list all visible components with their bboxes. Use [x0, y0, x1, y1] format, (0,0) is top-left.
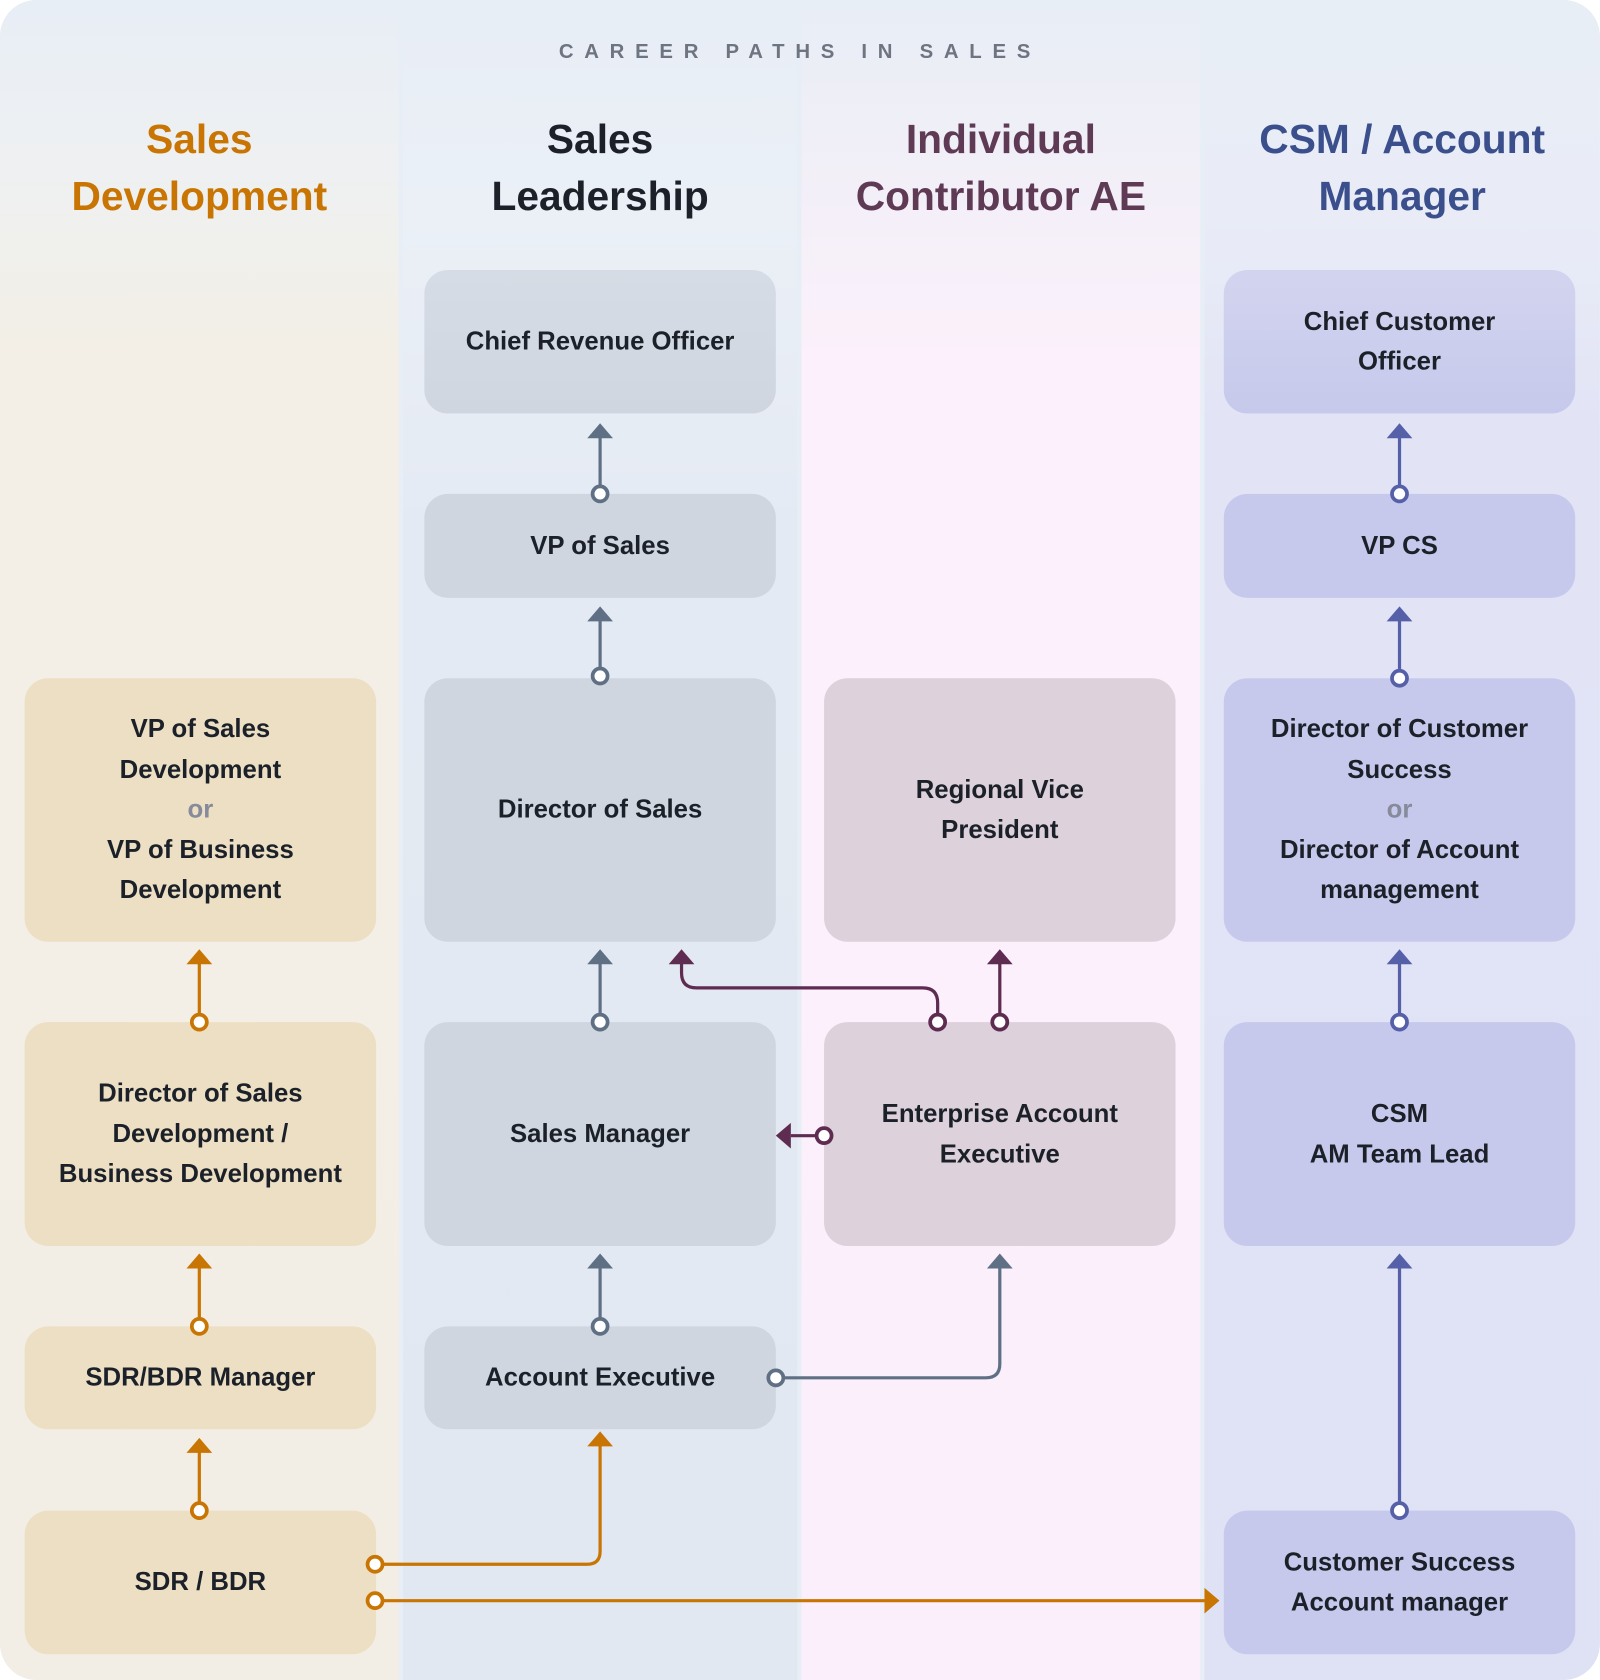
arrow-head-icon: [668, 949, 695, 965]
role-csm-am-team-lead[interactable]: CSM AM Team Lead: [1223, 1022, 1576, 1247]
role-label: CSM: [1370, 1099, 1429, 1129]
role-label: SDR/BDR Manager: [85, 1363, 316, 1393]
arrow-head-icon: [587, 949, 613, 965]
role-label: Chief Revenue Officer: [465, 327, 735, 356]
arrow-head-icon: [1386, 1253, 1413, 1269]
arrow-head-icon: [587, 1431, 613, 1447]
connector-handle[interactable]: [189, 1317, 209, 1336]
role-sales-manager[interactable]: Sales Manager: [424, 1022, 776, 1247]
or-separator: or: [1386, 795, 1413, 825]
role-label: VP of Sales: [530, 531, 670, 561]
connector-handle[interactable]: [189, 1501, 209, 1521]
role-label: VP of Business: [107, 835, 294, 865]
arrow-head-icon: [186, 1253, 213, 1269]
lane-header-line: Sales: [146, 117, 253, 163]
role-label: SDR / BDR: [134, 1567, 267, 1597]
role-label: Development /: [112, 1119, 289, 1149]
connector-handle[interactable]: [590, 666, 610, 686]
or-separator: or: [187, 795, 214, 825]
role-label: Business Development: [58, 1159, 342, 1189]
role-label: Executive: [939, 1139, 1060, 1169]
lane-header-line: Manager: [1318, 174, 1486, 220]
connector-handle[interactable]: [1390, 1012, 1409, 1032]
lane-header-csm-account-manager: CSM / Account Manager: [1204, 112, 1599, 226]
arrow-head-icon: [186, 949, 213, 965]
role-label: Director of Sales: [497, 795, 703, 825]
role-vp-of-sales[interactable]: VP of Sales: [424, 493, 776, 598]
arrow-head-icon: [587, 1253, 613, 1269]
role-label: President: [941, 815, 1059, 845]
role-director-of-sales[interactable]: Director of Sales: [424, 678, 776, 942]
connector-handle[interactable]: [1390, 484, 1409, 504]
lane-header-line: Individual: [905, 117, 1096, 163]
arrow-head-icon: [1386, 423, 1413, 439]
role-label: VP of Sales: [130, 714, 271, 744]
role-label: Chief Customer: [1303, 306, 1496, 336]
role-director-sales-development[interactable]: Director of Sales Development / Business…: [24, 1022, 377, 1247]
role-label: Director of Account: [1279, 835, 1520, 865]
role-label: Development: [119, 875, 282, 905]
role-label: AM Team Lead: [1309, 1139, 1490, 1169]
role-label: Director of Customer: [1270, 714, 1529, 744]
lane-header-line: Leadership: [491, 174, 709, 220]
role-chief-revenue-officer[interactable]: Chief Revenue Officer: [424, 269, 776, 414]
role-sdr-bdr-manager[interactable]: SDR/BDR Manager: [24, 1326, 377, 1430]
lane-header-individual-contributor: Individual Contributor AE: [802, 112, 1201, 226]
connector-handle[interactable]: [590, 1012, 610, 1032]
lane-header-line: Contributor AE: [855, 174, 1147, 220]
lane-header-line: CSM / Account: [1259, 117, 1546, 163]
role-label: Sales Manager: [510, 1119, 691, 1149]
lane-header-line: Development: [71, 174, 328, 220]
role-vp-sales-development[interactable]: VP of Sales Development or VP of Busines…: [24, 678, 377, 942]
role-regional-vice-president[interactable]: Regional Vice President: [824, 678, 1176, 942]
arrow-head-icon: [1386, 606, 1413, 622]
role-sdr-bdr[interactable]: SDR / BDR: [24, 1510, 377, 1655]
connector-handle[interactable]: [590, 1317, 610, 1336]
connector-handle[interactable]: [990, 1012, 1010, 1032]
role-label: Account Executive: [485, 1363, 716, 1393]
role-label: Customer Success: [1283, 1547, 1516, 1577]
connector-ae-to-eae-line: [775, 1266, 1002, 1380]
diagram-title: CAREER PATHS IN SALES: [558, 40, 1042, 64]
role-label: VP CS: [1361, 531, 1438, 561]
role-vp-cs[interactable]: VP CS: [1223, 493, 1576, 598]
role-customer-success-account-manager[interactable]: Customer Success Account manager: [1223, 1510, 1576, 1655]
role-label: Success: [1347, 755, 1452, 784]
role-label: Regional Vice: [915, 775, 1084, 805]
role-label: Director of Sales: [98, 1079, 303, 1109]
arrow-head-icon: [1204, 1587, 1220, 1614]
lane-header-sales-development: Sales Development: [0, 112, 399, 226]
arrow-head-icon: [587, 423, 613, 439]
connector-handle[interactable]: [365, 1554, 385, 1574]
lane-header-sales-leadership: Sales Leadership: [403, 112, 797, 226]
connector-handle[interactable]: [814, 1126, 834, 1146]
role-label: Officer: [1358, 347, 1441, 377]
arrow-head-icon: [986, 1253, 1013, 1269]
arrow-head-icon: [986, 949, 1013, 965]
connector-handle[interactable]: [590, 484, 610, 504]
arrow-head-icon: [775, 1122, 791, 1149]
role-chief-customer-officer[interactable]: Chief Customer Officer: [1223, 269, 1576, 414]
role-label: Account manager: [1290, 1587, 1509, 1617]
role-label: Development: [119, 755, 282, 784]
connector-handle[interactable]: [1390, 668, 1409, 688]
role-account-executive[interactable]: Account Executive: [424, 1326, 776, 1430]
role-enterprise-account-executive[interactable]: Enterprise Account Executive: [824, 1022, 1176, 1247]
arrow-head-icon: [587, 606, 613, 622]
role-label: Enterprise Account: [881, 1099, 1118, 1129]
connector-eae-to-dir-line: [679, 962, 940, 1023]
connector-handle[interactable]: [928, 1012, 948, 1032]
connector-sdr-to-ae-line: [375, 1444, 602, 1566]
connector-handle[interactable]: [1390, 1501, 1409, 1521]
arrow-head-icon: [1386, 949, 1413, 965]
connector-handle[interactable]: [766, 1368, 786, 1388]
connector-handle[interactable]: [365, 1591, 385, 1611]
role-director-customer-success[interactable]: Director of Customer Success or Director…: [1223, 678, 1576, 942]
connector-handle[interactable]: [189, 1012, 209, 1032]
role-label: management: [1320, 875, 1479, 905]
arrow-head-icon: [186, 1437, 213, 1453]
lane-header-line: Sales: [546, 117, 654, 163]
